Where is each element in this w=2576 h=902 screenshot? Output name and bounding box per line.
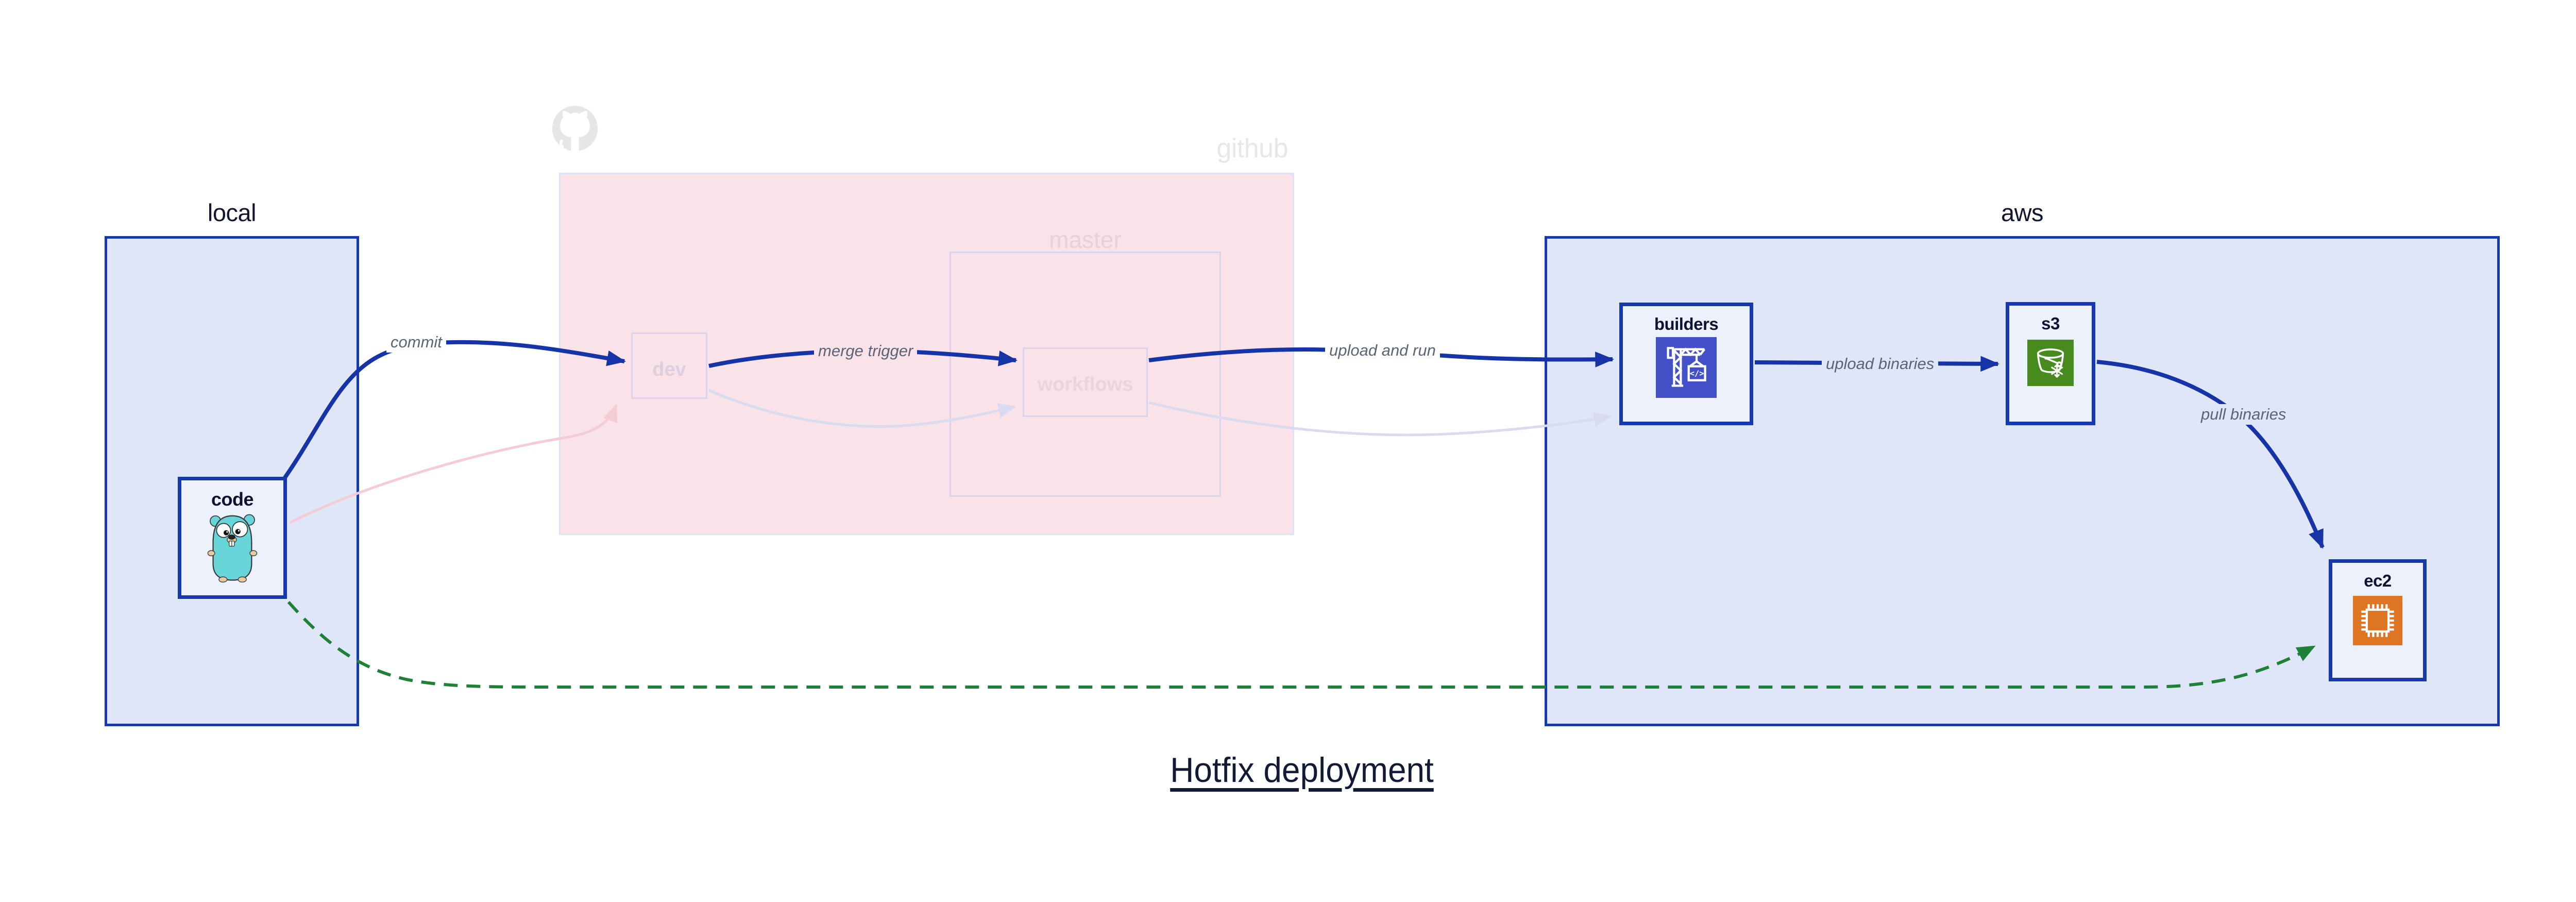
code-node: code xyxy=(178,477,287,599)
ec2-node-label: ec2 xyxy=(2364,571,2392,590)
master-branch-box xyxy=(950,252,1221,497)
workflows-node: workflows xyxy=(1023,347,1148,417)
edge-label-commit: commit xyxy=(386,332,446,353)
ec2-chip-icon xyxy=(2353,596,2402,645)
aws-container-label: aws xyxy=(2001,199,2044,226)
s3-glacier-bucket-icon xyxy=(2027,340,2074,386)
codebuild-crane-icon: </> xyxy=(1656,337,1717,398)
builders-node-label: builders xyxy=(1654,314,1719,333)
master-branch-label: master xyxy=(1049,226,1122,253)
edge-label-upload-and-run: upload and run xyxy=(1325,340,1440,361)
builders-node: builders </> xyxy=(1619,303,1753,425)
github-container-label: github xyxy=(1216,133,1288,163)
code-node-label: code xyxy=(211,489,254,510)
ec2-node: ec2 xyxy=(2329,559,2427,681)
s3-node: s3 xyxy=(2006,302,2095,425)
svg-text:</>: </> xyxy=(1690,369,1704,378)
edge-label-merge-trigger: merge trigger xyxy=(814,341,918,361)
dev-branch-node: dev xyxy=(631,332,707,399)
local-container-label: local xyxy=(207,199,257,226)
diagram-title: Hotfix deployment xyxy=(1170,750,1434,790)
edge-label-upload-binaries: upload binaries xyxy=(1822,354,1939,374)
s3-node-label: s3 xyxy=(2041,314,2060,333)
workflows-label: workflows xyxy=(1037,374,1133,395)
github-octocat-icon xyxy=(552,106,598,158)
dev-branch-label: dev xyxy=(652,359,686,380)
go-gopher-icon xyxy=(207,514,258,582)
edge-label-pull-binaries: pull binaries xyxy=(2197,404,2291,425)
